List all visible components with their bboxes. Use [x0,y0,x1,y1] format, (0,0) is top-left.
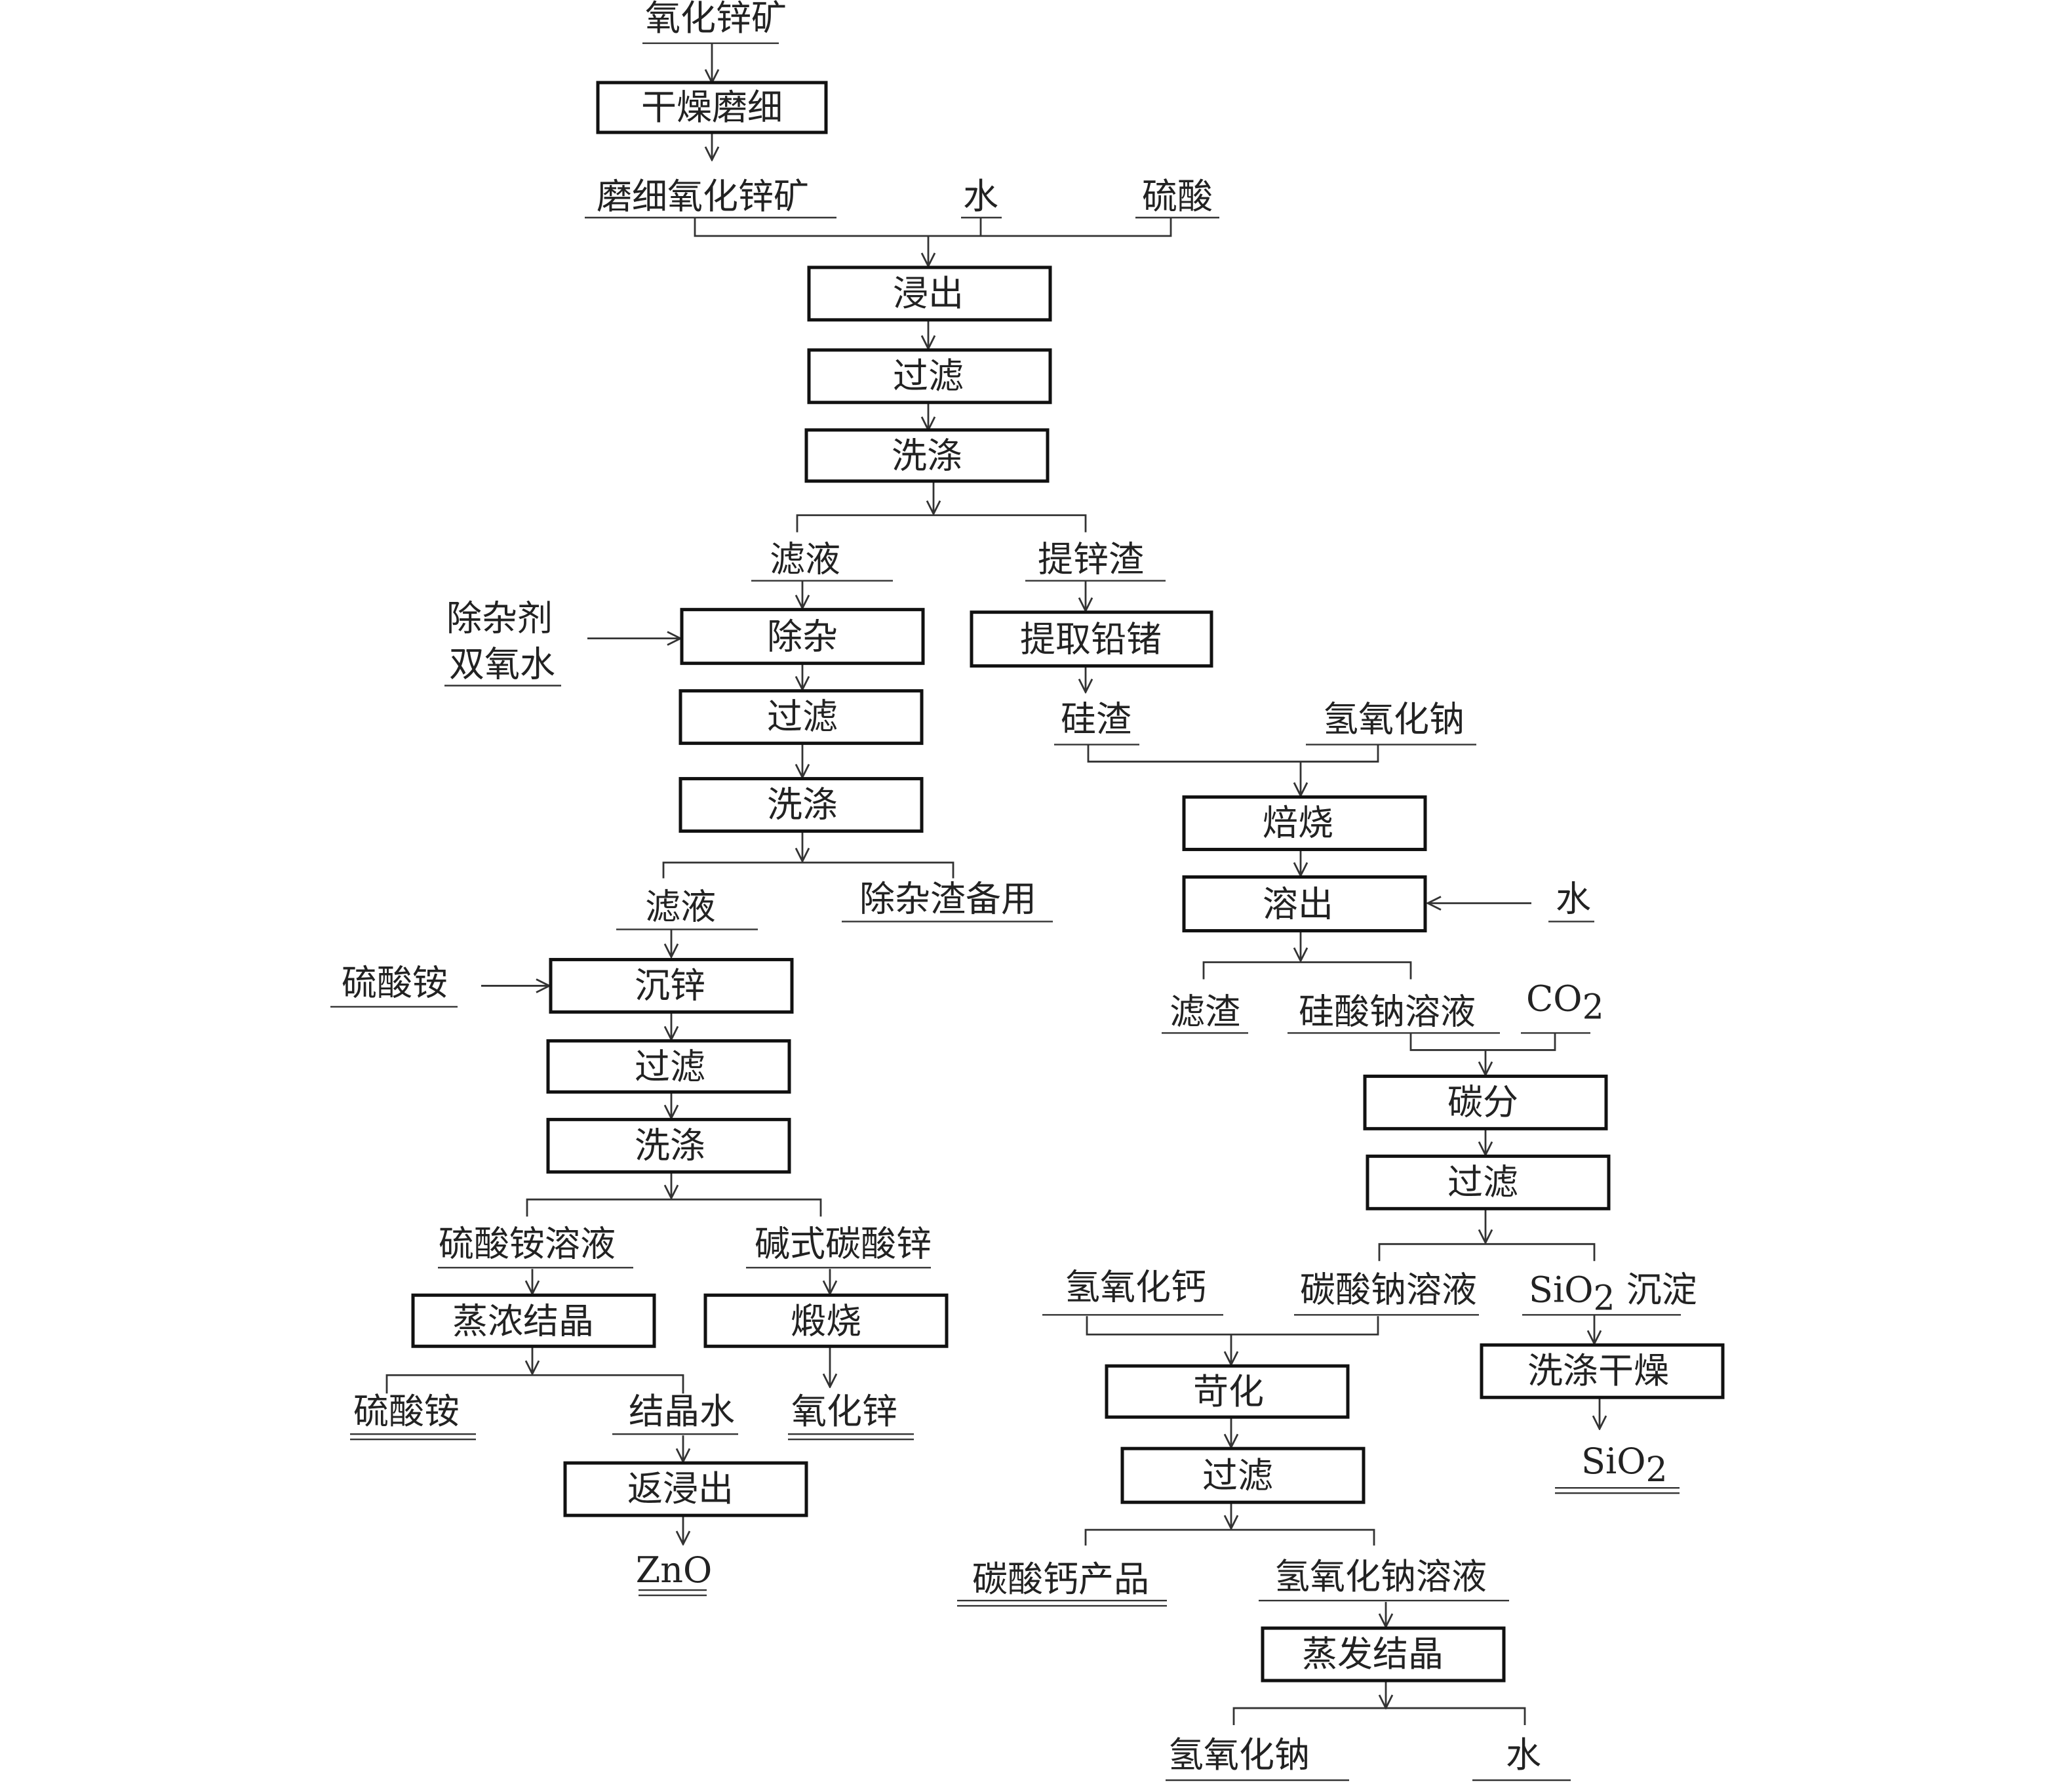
step-filter-2: 过滤 [767,696,838,738]
step-filter-3: 过滤 [635,1046,705,1087]
step-evap-cryst-1: 蒸浓结晶 [452,1300,594,1342]
step-calcine: 煅烧 [791,1300,861,1342]
label-silica-residue: 硅渣 [1061,699,1131,740]
box-leach [807,266,1052,322]
label-zinc-oxide: 氧化锌 [791,1391,897,1432]
box-filter-1 [807,348,1052,405]
label-zno: ZnO [636,1549,713,1591]
step-roast: 焙烧 [1263,803,1333,844]
step-wash-1: 洗涤 [892,435,962,477]
label-sulfuric-acid: 硫酸 [1142,176,1213,217]
step-return-leach: 返浸出 [627,1468,734,1509]
label-filtrate-1: 滤液 [770,539,840,580]
label-naoh-1: 氢氧化钠 [1323,699,1465,740]
label-sio2-precipitate: SiO2 沉淀 [1529,1269,1697,1318]
step-filter-1: 过滤 [893,355,964,397]
step-dissolve: 溶出 [1263,883,1333,925]
label-calcium-hydroxide: 氢氧化钙 [1065,1266,1206,1307]
label-filter-residue: 滤渣 [1170,991,1240,1032]
box-wash-1 [804,428,1050,483]
box-roast [1182,795,1427,852]
box-filter-4 [1366,1154,1611,1210]
label-water-3: 水 [1506,1734,1541,1776]
label-ammonium-sulfate-sol: 硫酸铵溶液 [439,1223,616,1264]
step-extract-pb-ge: 提取铅锗 [1020,619,1162,660]
step-causticize: 苛化 [1193,1371,1264,1412]
label-sio2-product: SiO2 [1581,1441,1668,1490]
box-dry-grind [596,81,828,134]
label-naoh-2: 氢氧化钠 [1168,1734,1310,1776]
label-water-1: 水 [963,176,998,217]
label-ammonium-sulfate-1: 硫酸铵 [342,962,448,1003]
connectors [385,43,1600,1726]
box-causticize [1105,1364,1350,1419]
label-sodium-silicate: 硅酸钠溶液 [1299,991,1476,1032]
box-evap-cryst-1 [411,1293,656,1348]
box-evap-cryst-2 [1261,1626,1506,1682]
box-filter-2 [678,689,924,746]
step-filter-5: 过滤 [1202,1455,1273,1496]
box-wash-3 [546,1117,791,1174]
box-dissolve [1182,875,1427,932]
label-co2: CO2 [1526,978,1604,1027]
label-impurity-residue: 除杂渣备用 [859,879,1036,920]
step-wash-3: 洗涤 [635,1125,705,1166]
step-evap-cryst-2: 蒸发结晶 [1302,1633,1444,1675]
material-labels: 氧化锌矿 磨细氧化锌矿 水 硫酸 滤液 提锌渣 除杂剂 双氧水 硅渣 氢氧化钠 … [330,0,1697,1782]
box-precip-zinc [549,957,794,1014]
box-carbonation [1363,1074,1608,1130]
label-filtrate-2: 滤液 [645,886,716,927]
box-calcine [703,1293,949,1348]
label-impurity-agent: 除杂剂 [446,598,553,639]
box-filter-3 [546,1039,791,1094]
label-naoh-solution: 氢氧化钠溶液 [1274,1556,1487,1597]
box-purify [680,608,925,666]
label-cryst-water: 结晶水 [629,1391,735,1432]
box-wash-dry [1480,1343,1725,1399]
step-dry-grind: 干燥磨细 [641,87,783,128]
step-carbonation: 碳分 [1447,1081,1518,1123]
step-wash-2: 洗涤 [767,784,838,826]
box-extract-pb-ge [970,610,1213,668]
label-water-2: 水 [1556,879,1591,920]
label-ore: 氧化锌矿 [645,0,787,39]
label-basic-zinc-carbonate: 碱式碳酸锌 [755,1223,932,1264]
label-ammonium-sulfate-2: 硫酸铵 [353,1391,460,1432]
step-filter-4: 过滤 [1447,1161,1518,1203]
label-hydrogen-peroxide: 双氧水 [449,644,555,685]
label-zinc-residue: 提锌渣 [1038,539,1144,580]
label-caco3-product: 碳酸钙产品 [972,1559,1149,1600]
process-boxes: 干燥磨细 浸出 过滤 洗涤 除杂 提取铅锗 过滤 洗涤 焙烧 溶出 沉锌 过滤 … [411,81,1725,1682]
label-sodium-carbonate-sol: 碳酸钠溶液 [1300,1269,1477,1310]
box-wash-2 [678,777,924,833]
step-purify: 除杂 [767,616,838,658]
box-return-leach [563,1461,808,1517]
step-leach: 浸出 [893,273,964,314]
label-ground-ore: 磨细氧化锌矿 [597,176,809,217]
box-filter-5 [1120,1446,1366,1504]
step-wash-dry: 洗涤干燥 [1527,1350,1669,1391]
step-precip-zinc: 沉锌 [635,965,705,1006]
